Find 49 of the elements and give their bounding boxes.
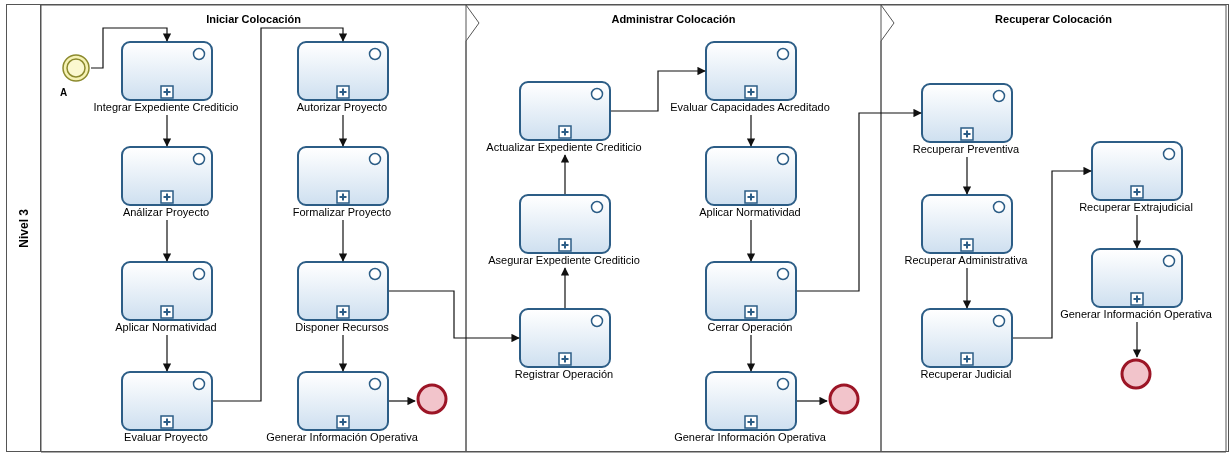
arrow	[212, 27, 348, 402]
task-label: Actualizar Expediente Crediticio	[485, 141, 643, 153]
task-label: Cerrar Operación	[706, 321, 794, 333]
task-label: Disponer Recursos	[294, 321, 390, 333]
phase-title: Administrar Colocación	[611, 13, 736, 25]
arrow	[1012, 166, 1092, 339]
task-label: Recuperar Extrajudicial	[1078, 201, 1194, 213]
arrow	[796, 396, 828, 406]
arrow	[338, 219, 348, 262]
task-label: Generar Información Operativa	[1059, 308, 1213, 320]
task-label: Integrar Expediente Crediticio	[92, 101, 240, 113]
task-label: Autorizar Proyecto	[295, 101, 389, 113]
arrow	[560, 154, 570, 195]
arrow	[610, 66, 706, 112]
arrow	[560, 267, 570, 309]
task-label: Evaluar Capacidades Acreditado	[669, 101, 831, 113]
arrow	[162, 114, 172, 147]
arrow	[746, 334, 756, 372]
arrow	[746, 114, 756, 147]
task-label: Recuperar Administrativa	[903, 254, 1029, 266]
arrow	[962, 156, 972, 195]
task-label: Generar Información Operativa	[673, 431, 827, 443]
arrow	[338, 114, 348, 147]
pool-title: Nivel 3	[16, 208, 31, 248]
task-label: Análizar Proyecto	[121, 206, 211, 218]
arrow	[746, 219, 756, 262]
arrow	[338, 334, 348, 372]
task-label: Asegurar Expediente Crediticio	[487, 254, 641, 266]
phase-title: Iniciar Colocación	[206, 13, 301, 25]
arrow	[962, 267, 972, 309]
arrow	[162, 219, 172, 262]
event-label: A	[60, 87, 68, 98]
task-label: Recuperar Preventiva	[911, 143, 1021, 155]
task-label: Formalizar Proyecto	[291, 206, 393, 218]
arrow	[1132, 214, 1142, 249]
arrow	[388, 396, 416, 406]
arrow	[796, 108, 922, 292]
arrow	[162, 334, 172, 372]
arrow	[1132, 321, 1142, 358]
task-label: Recuperar Judicial	[919, 368, 1013, 380]
task-label: Registrar Operación	[513, 368, 615, 380]
phase-title: Recuperar Colocación	[995, 13, 1112, 25]
task-label: Generar Información Operativa	[265, 431, 419, 443]
task-label: Aplicar Normatividad	[114, 321, 218, 333]
pool	[6, 4, 1229, 452]
task-label: Evaluar Proyecto	[123, 431, 209, 443]
arrow	[388, 290, 520, 343]
task-label: Aplicar Normatividad	[698, 206, 802, 218]
arrow	[90, 27, 172, 69]
